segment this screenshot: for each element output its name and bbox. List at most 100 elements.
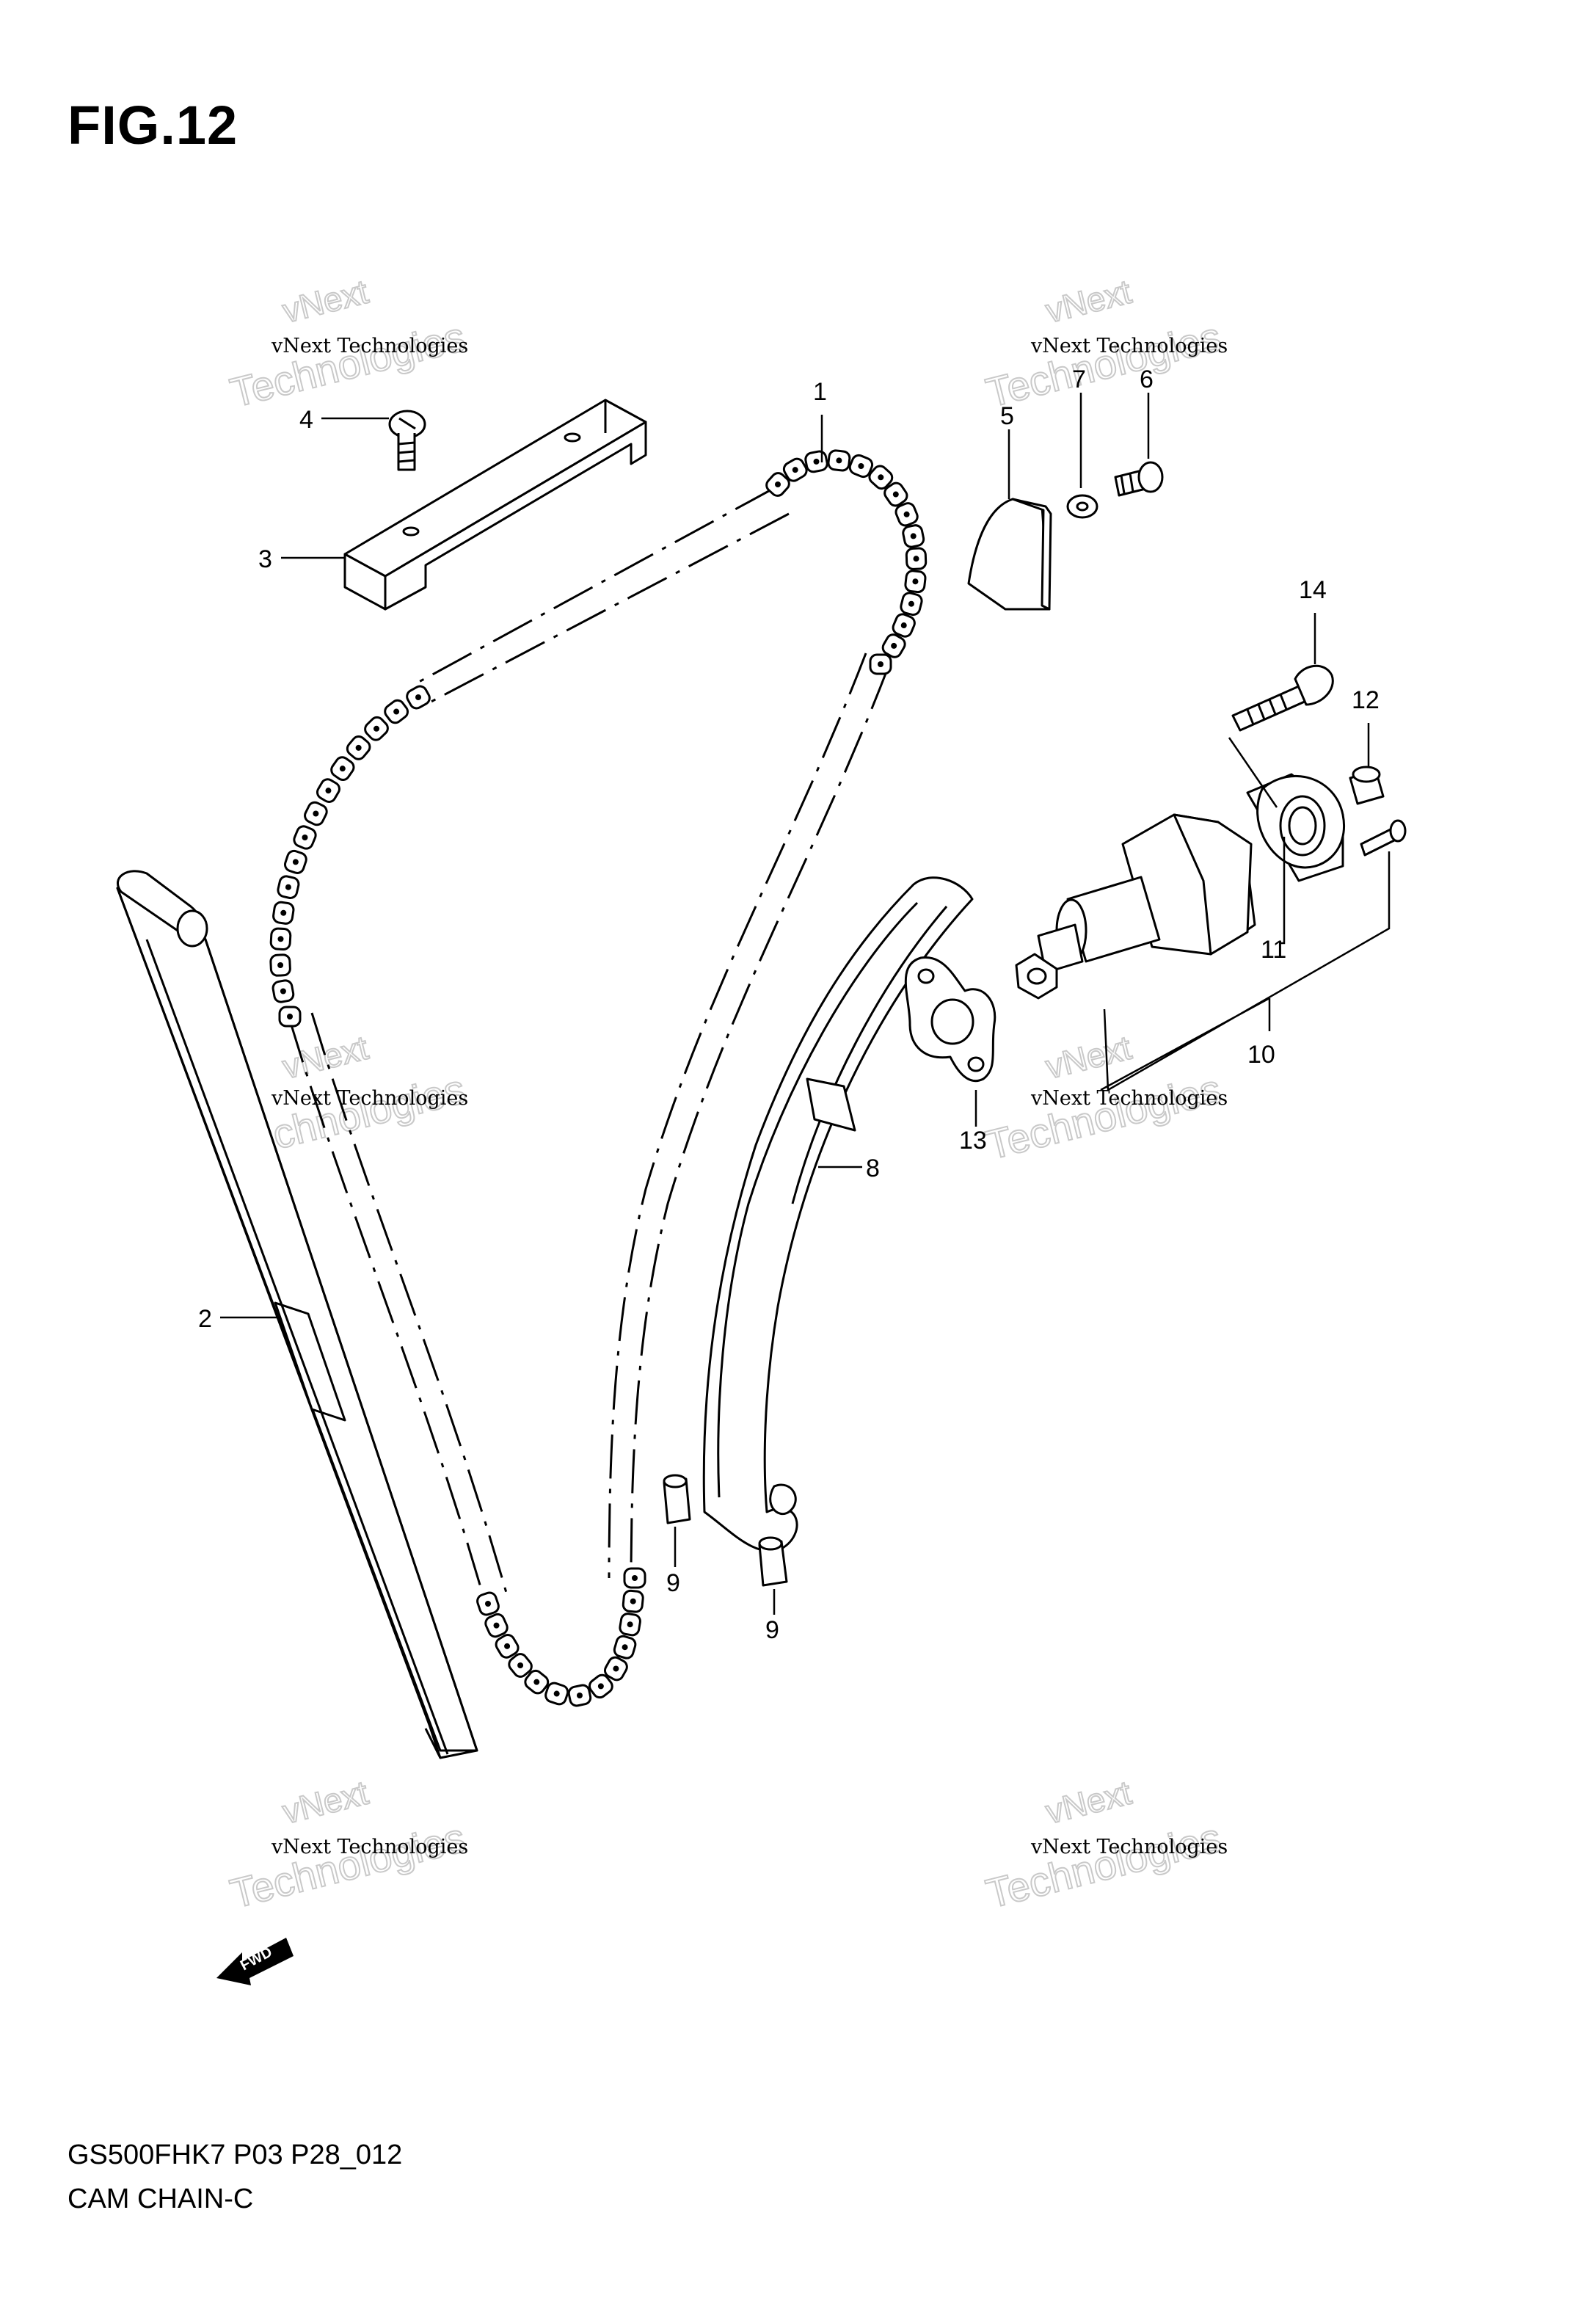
- watermark-big-vnext: vNext: [1042, 1028, 1135, 1086]
- figure-name: CAM CHAIN-C: [68, 2184, 254, 2214]
- fwd-arrow-icon: FWD: [216, 1938, 294, 1985]
- part-10-tensioner-assembly: [1015, 773, 1345, 1000]
- chain-pin: [504, 1643, 511, 1649]
- watermark-top-right: vNext Technologies vNext Technologies: [981, 272, 1228, 417]
- watermark-big-vnext: vNext: [279, 1028, 372, 1086]
- chain-pin: [485, 1601, 491, 1607]
- chain-pin: [908, 600, 914, 607]
- chain-pin: [903, 511, 910, 517]
- chain-pin: [813, 458, 820, 465]
- chain-pin: [910, 533, 917, 539]
- chain-pin: [285, 884, 291, 890]
- chain-pin: [913, 556, 919, 562]
- part-1-cam-chain-runs: [288, 487, 889, 1601]
- chain-pin: [576, 1693, 583, 1699]
- callout-6: 6: [1140, 366, 1154, 393]
- part-10-small-bolt: [1360, 819, 1407, 857]
- chain-pin: [627, 1621, 633, 1628]
- callout-8: 8: [866, 1155, 880, 1182]
- chain-pin: [597, 1683, 604, 1690]
- part-13-gasket: [904, 956, 996, 1083]
- watermark-mid-right: vNext Technologies vNext Technologies: [981, 1028, 1228, 1169]
- watermark-big-tech: Technologies: [982, 1814, 1225, 1916]
- chain-pin: [325, 788, 332, 794]
- watermark-big-vnext: vNext: [1042, 1773, 1135, 1831]
- chain-pin: [878, 474, 884, 481]
- chain-pin: [393, 708, 400, 715]
- part-9-dowel-right: [758, 1536, 788, 1587]
- chain-pin: [836, 457, 842, 464]
- callout-4: 4: [299, 406, 313, 434]
- figure-code: GS500FHK7 P03 P28_012: [68, 2140, 403, 2170]
- watermark-small: vNext Technologies: [271, 1836, 468, 1858]
- chain-pin: [280, 909, 287, 916]
- chain-pin: [775, 481, 781, 487]
- part-2-front-chain-guide: [116, 870, 478, 1759]
- chain-pin: [517, 1662, 524, 1669]
- chain-pin: [339, 766, 346, 772]
- watermark-top-left: vNext Technologies vNext Technologies: [225, 272, 470, 417]
- chain-pin: [292, 859, 299, 865]
- callout-9-left: 9: [666, 1569, 680, 1597]
- watermark-small: vNext Technologies: [271, 1087, 468, 1110]
- callout-7: 7: [1072, 366, 1086, 393]
- callout-9-right: 9: [765, 1616, 779, 1644]
- watermark-big-tech: Technologies: [982, 1065, 1225, 1168]
- watermark-big-vnext: vNext: [279, 1773, 372, 1831]
- watermark-big-tech: Technologies: [982, 313, 1225, 415]
- chain-pin: [313, 810, 319, 817]
- watermark-bottom-right: vNext Technologies vNext Technologies: [981, 1773, 1228, 1918]
- chain-pin: [415, 694, 421, 700]
- part-6-bolt: [1114, 461, 1164, 497]
- watermark-small: vNext Technologies: [1030, 1087, 1228, 1110]
- chain-pin: [878, 661, 883, 667]
- callout-10: 10: [1247, 1041, 1275, 1069]
- part-8-tension-guide: [702, 876, 974, 1552]
- leader-lines: [220, 393, 1391, 1615]
- figure-title: FIG.12: [68, 95, 238, 156]
- chain-pin: [892, 491, 899, 498]
- chain-pin: [355, 744, 362, 751]
- callout-11: 11: [1261, 936, 1286, 964]
- callout-13: 13: [959, 1127, 987, 1155]
- callout-labels: 1 2 3 4 5 6 7 8 9 9 10 11 12 13 14: [198, 366, 1380, 1644]
- chain-pin: [287, 1014, 293, 1019]
- watermark-small: vNext Technologies: [271, 335, 468, 357]
- part-5-cushion: [967, 498, 1052, 611]
- watermark-small: vNext Technologies: [1030, 1836, 1228, 1858]
- part-9-dowel-left: [663, 1474, 691, 1524]
- callout-12: 12: [1352, 686, 1380, 714]
- part-3-upper-chain-guide: [343, 399, 647, 611]
- part-12-cap: [1349, 766, 1385, 805]
- chain-pin: [900, 622, 907, 629]
- chain-pin: [277, 962, 284, 969]
- watermark-big-tech: Technologies: [226, 313, 470, 415]
- chain-pin: [622, 1644, 628, 1651]
- part-14-bolt: [1231, 664, 1334, 732]
- watermark-bottom-left: vNext Technologies vNext Technologies: [225, 1773, 470, 1918]
- watermark-small: vNext Technologies: [1030, 335, 1228, 357]
- chain-pin: [493, 1622, 500, 1629]
- callout-5: 5: [1000, 402, 1014, 430]
- watermark-big-vnext: vNext: [1042, 272, 1135, 330]
- part-1-cam-chain-links: [269, 449, 928, 1707]
- chain-pin: [613, 1665, 619, 1672]
- chain-pin: [858, 462, 864, 469]
- part-7-washer: [1066, 494, 1098, 519]
- chain-pin: [630, 1598, 636, 1604]
- chain-pin: [533, 1679, 540, 1685]
- chain-pin: [792, 467, 798, 473]
- chain-pin: [374, 725, 380, 732]
- chain-pin: [280, 988, 286, 995]
- watermark-big-vnext: vNext: [279, 272, 372, 330]
- chain-pin: [632, 1575, 638, 1581]
- watermark-big-tech: Technologies: [226, 1814, 470, 1916]
- chain-pin: [891, 642, 897, 649]
- chain-pin: [277, 936, 284, 942]
- callout-1: 1: [813, 378, 827, 406]
- callout-14: 14: [1299, 576, 1327, 604]
- chain-pin: [912, 578, 919, 585]
- chain-pin: [553, 1690, 560, 1697]
